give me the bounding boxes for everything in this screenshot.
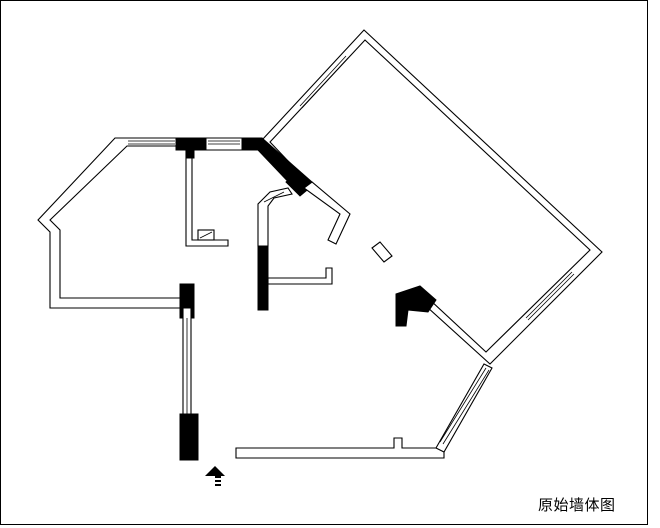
solid-wall-right-pillar [395, 285, 437, 327]
up-arrow-icon [205, 466, 225, 486]
large-room-window-nw [299, 55, 347, 107]
left-bay-room [37, 137, 263, 309]
solid-wall-top-left [175, 137, 207, 151]
large-room-window-se-2 [527, 273, 575, 321]
solid-wall-left-lower [179, 413, 199, 461]
drawing-frame [0, 0, 648, 525]
large-room-window-se [525, 271, 573, 319]
large-room [261, 29, 603, 365]
plan-title: 原始墙体图 [538, 496, 616, 514]
small-column [371, 241, 393, 263]
left-room-wall [37, 137, 263, 309]
closet-fixture-line [199, 231, 213, 239]
middle-partitions [182, 181, 393, 415]
shelf-wall [267, 267, 333, 285]
hall-partition [257, 187, 293, 247]
bottom-walls [235, 363, 493, 459]
closet-partition [185, 149, 229, 247]
right-diagonal-window [439, 367, 487, 443]
hall-partition-window [263, 191, 285, 203]
large-room-window-nw-2 [301, 57, 349, 109]
solid-wall-middle [257, 245, 269, 311]
structural-walls [175, 137, 437, 461]
right-diagonal-window-2 [442, 369, 490, 445]
kitchen-stub-wall [303, 181, 351, 245]
solid-wall-top-left-stub [185, 149, 195, 159]
large-room-wall-outer [261, 29, 603, 365]
bottom-wall [235, 437, 445, 459]
right-diagonal-wall [435, 363, 493, 453]
